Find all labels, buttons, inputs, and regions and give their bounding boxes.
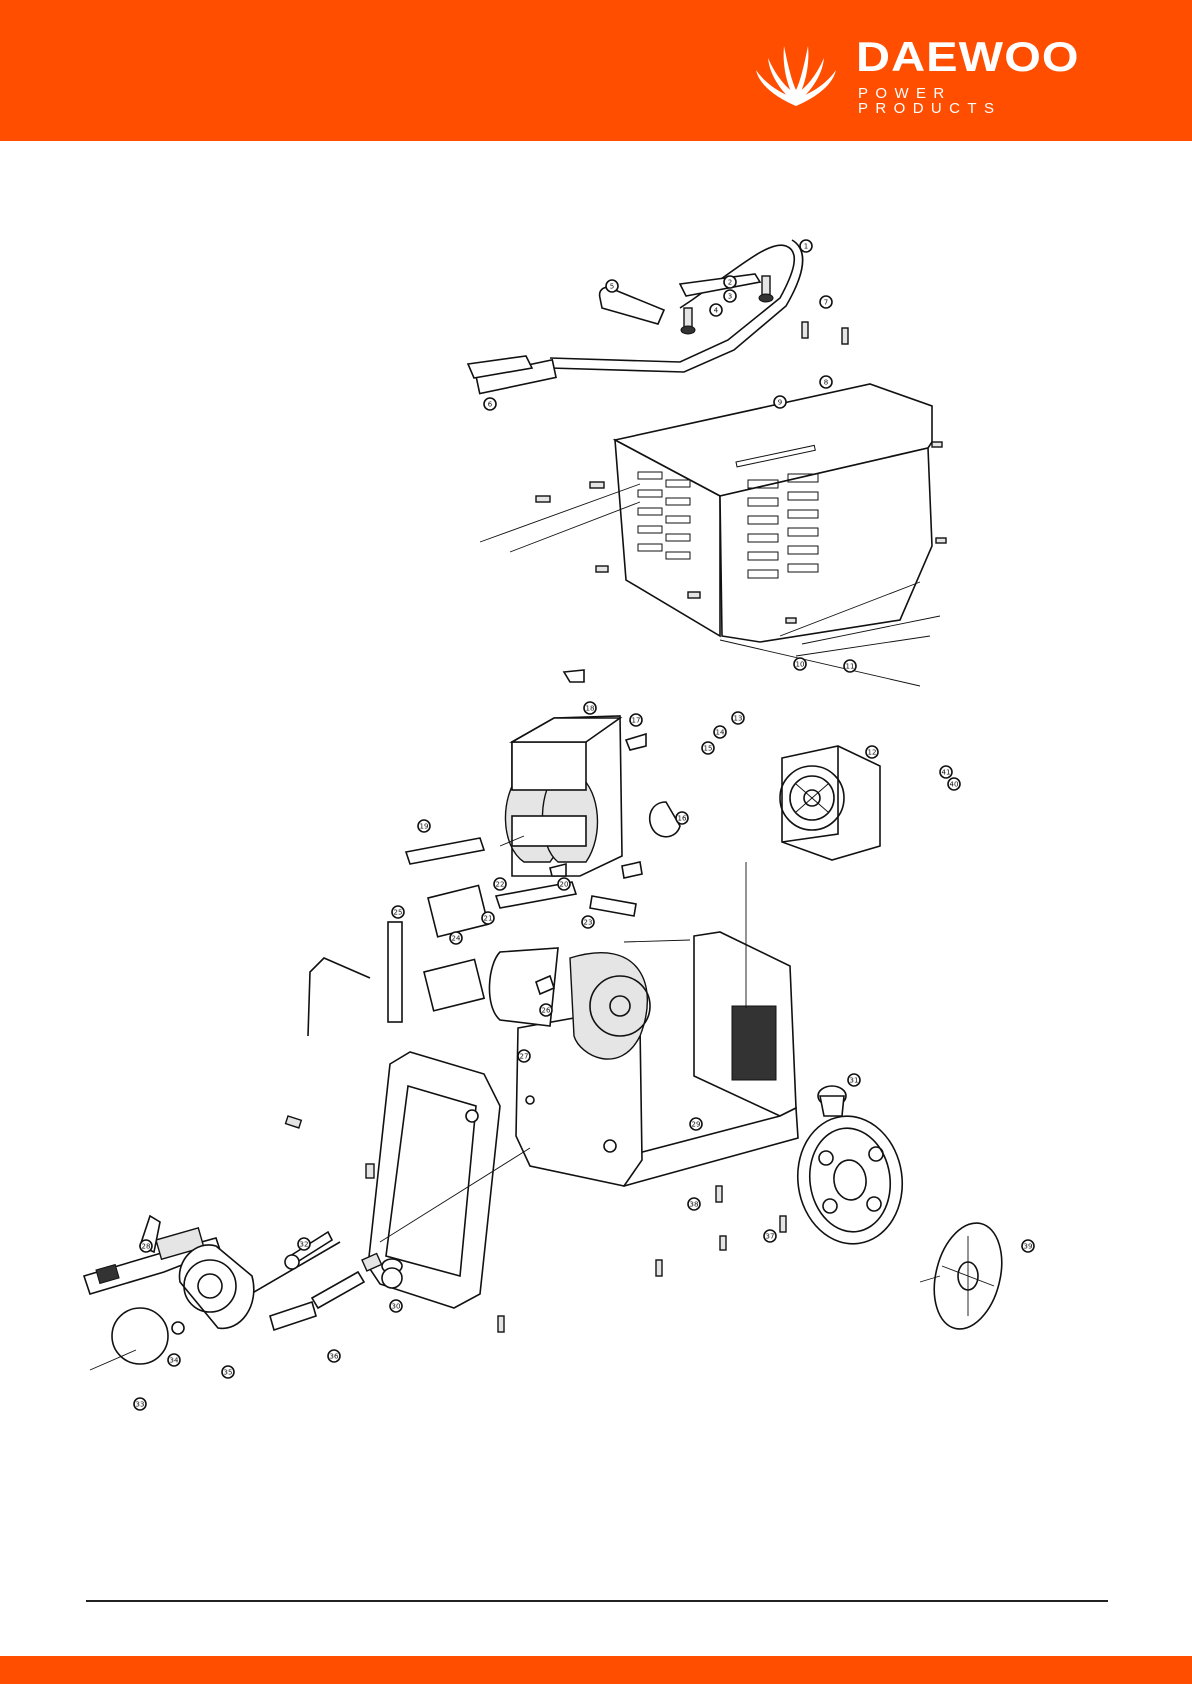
transformer-assembly — [505, 670, 680, 878]
callout-10: 10 — [794, 658, 806, 670]
callout-8: 8 — [820, 376, 832, 388]
wheel-cap — [920, 1216, 1012, 1336]
callout-20: 20 — [558, 878, 570, 890]
svg-text:3: 3 — [728, 293, 732, 301]
callout-38: 38 — [688, 1198, 700, 1210]
svg-text:19: 19 — [420, 823, 429, 831]
svg-text:41: 41 — [942, 769, 951, 777]
svg-text:16: 16 — [678, 815, 687, 823]
svg-text:15: 15 — [704, 745, 713, 753]
callout-18: 18 — [584, 702, 596, 714]
callout-23: 23 — [582, 916, 594, 928]
callout-7: 7 — [820, 296, 832, 308]
brand-name: DAEWOO — [856, 36, 1080, 78]
svg-text:10: 10 — [796, 661, 805, 669]
callout-6: 6 — [484, 398, 496, 410]
caster — [818, 1086, 846, 1116]
svg-text:40: 40 — [950, 781, 959, 789]
svg-text:39: 39 — [1024, 1243, 1033, 1251]
svg-text:20: 20 — [560, 881, 569, 889]
callout-32: 32 — [298, 1238, 310, 1250]
callout-3: 3 — [724, 290, 736, 302]
svg-text:25: 25 — [394, 909, 403, 917]
svg-text:24: 24 — [452, 935, 461, 943]
svg-text:22: 22 — [496, 881, 505, 889]
callout-31: 31 — [848, 1074, 860, 1086]
svg-text:32: 32 — [300, 1241, 309, 1249]
svg-text:4: 4 — [714, 307, 719, 315]
callout-36: 36 — [328, 1350, 340, 1362]
svg-text:28: 28 — [142, 1243, 151, 1251]
svg-text:1: 1 — [804, 243, 808, 251]
callout-41: 41 — [940, 766, 952, 778]
callout-25: 25 — [392, 906, 404, 918]
callout-9: 9 — [774, 396, 786, 408]
callout-27: 27 — [518, 1050, 530, 1062]
callout-35: 35 — [222, 1366, 234, 1378]
svg-text:8: 8 — [824, 379, 828, 387]
svg-text:13: 13 — [734, 715, 743, 723]
svg-text:2: 2 — [728, 279, 732, 287]
exploded-parts-diagram: 1 2 3 4 5 6 7 8 9 10 11 12 13 14 15 16 1… — [80, 236, 1110, 1526]
svg-text:18: 18 — [586, 705, 595, 713]
callout-19: 19 — [418, 820, 430, 832]
footer-bar — [0, 1656, 1192, 1685]
footer-rule — [86, 1600, 1108, 1602]
callout-11: 11 — [844, 660, 856, 672]
callout-37: 37 — [764, 1230, 776, 1242]
callout-26: 26 — [540, 1004, 552, 1016]
svg-text:6: 6 — [488, 401, 493, 409]
svg-text:12: 12 — [868, 749, 877, 757]
svg-text:29: 29 — [692, 1121, 701, 1129]
callout-22: 22 — [494, 878, 506, 890]
svg-text:14: 14 — [716, 729, 725, 737]
page-header: DAEWOO POWER PRODUCTS — [0, 0, 1192, 141]
callout-15: 15 — [702, 742, 714, 754]
callout-4: 4 — [710, 304, 722, 316]
svg-text:31: 31 — [850, 1077, 859, 1085]
svg-text:34: 34 — [170, 1357, 179, 1365]
handle-assembly — [468, 240, 803, 394]
svg-text:5: 5 — [610, 283, 614, 291]
callout-1: 1 — [800, 240, 812, 252]
brand-logo: DAEWOO POWER PRODUCTS — [752, 42, 1072, 108]
callout-17: 17 — [630, 714, 642, 726]
callout-40: 40 — [948, 778, 960, 790]
svg-text:35: 35 — [224, 1369, 233, 1377]
svg-text:9: 9 — [778, 399, 782, 407]
callout-14: 14 — [714, 726, 726, 738]
svg-text:7: 7 — [824, 299, 828, 307]
svg-text:37: 37 — [766, 1233, 775, 1241]
svg-text:11: 11 — [846, 663, 855, 671]
callout-33: 33 — [134, 1398, 146, 1410]
callout-34: 34 — [168, 1354, 180, 1366]
top-cover — [480, 384, 940, 656]
callout-12: 12 — [866, 746, 878, 758]
svg-text:21: 21 — [484, 915, 493, 923]
svg-text:30: 30 — [392, 1303, 401, 1311]
svg-text:26: 26 — [542, 1007, 551, 1015]
svg-text:23: 23 — [584, 919, 593, 927]
cooling-fan — [780, 746, 880, 860]
callout-28: 28 — [140, 1240, 152, 1252]
callout-21: 21 — [482, 912, 494, 924]
callout-2: 2 — [724, 276, 736, 288]
svg-text:33: 33 — [136, 1401, 145, 1409]
callout-30: 30 — [390, 1300, 402, 1312]
daewoo-fan-icon — [752, 42, 840, 108]
parts-diagram-svg: 1 2 3 4 5 6 7 8 9 10 11 12 13 14 15 16 1… — [80, 236, 1110, 1526]
callout-24: 24 — [450, 932, 462, 944]
svg-text:17: 17 — [632, 717, 641, 725]
svg-text:36: 36 — [330, 1353, 339, 1361]
callout-16: 16 — [676, 812, 688, 824]
callout-29: 29 — [690, 1118, 702, 1130]
svg-text:27: 27 — [520, 1053, 529, 1061]
callout-39: 39 — [1022, 1240, 1034, 1252]
wheel — [790, 1109, 911, 1250]
brand-subtitle: POWER PRODUCTS — [858, 86, 1072, 116]
callout-13: 13 — [732, 712, 744, 724]
svg-text:38: 38 — [690, 1201, 699, 1209]
callout-5: 5 — [606, 280, 618, 292]
chassis — [489, 932, 798, 1186]
